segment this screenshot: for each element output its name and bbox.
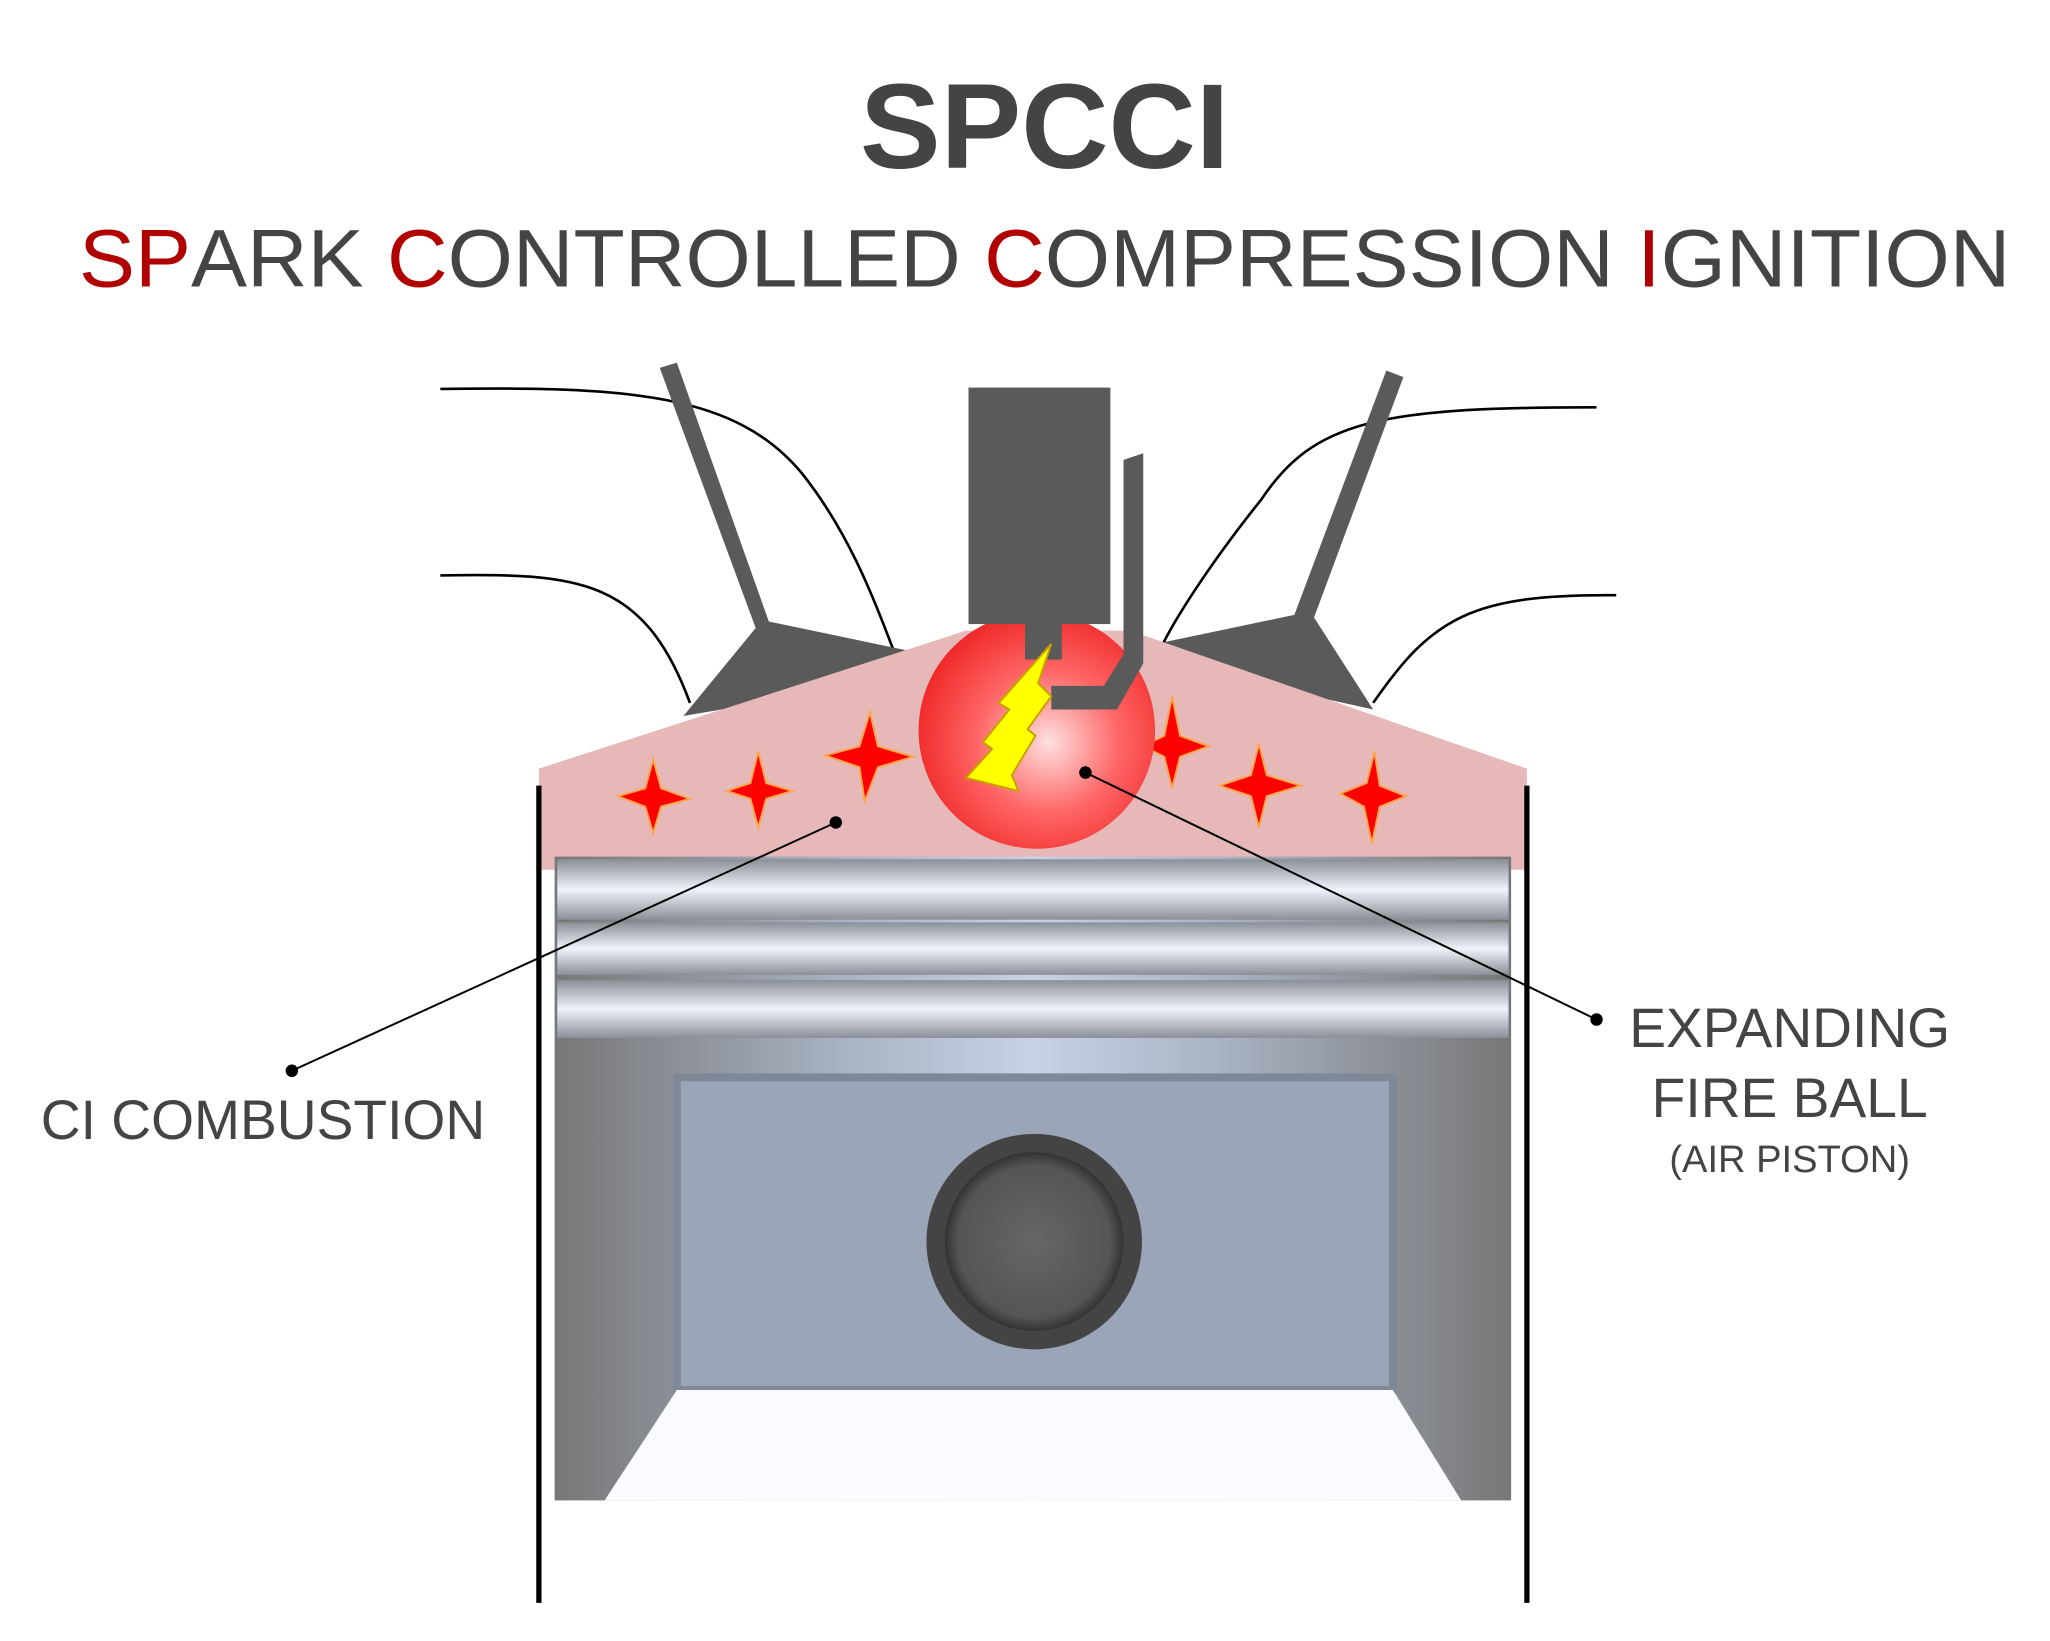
- intake-port: [440, 387, 895, 704]
- exhaust-valve: [1156, 370, 1404, 710]
- subtitle-part: OMPRESSION: [1045, 213, 1637, 304]
- fire-ball-note: (AIR PISTON): [1669, 1139, 1910, 1181]
- ci-sparks: [614, 696, 1409, 844]
- fire-ball-label-line2: FIRE BALL: [1652, 1067, 1928, 1129]
- subtitle-part: ONTROLLED: [448, 213, 985, 304]
- leader-lines: [285, 766, 1603, 1078]
- piston: [554, 856, 1512, 1501]
- subtitle-part: C: [984, 213, 1045, 304]
- subtitle-part: ARK: [191, 213, 387, 304]
- subtitle-part: C: [387, 213, 448, 304]
- ci-combustion-label: CI COMBUSTION: [41, 1089, 485, 1151]
- exhaust-port: [1161, 405, 1617, 704]
- subtitle-part: SP: [79, 213, 191, 304]
- subtitle-part: I: [1637, 213, 1660, 304]
- title: SPCCI: [860, 59, 1229, 194]
- subtitle: SPARK CONTROLLED COMPRESSION IGNITION: [79, 213, 2010, 304]
- subtitle-part: GNITION: [1661, 213, 2011, 304]
- lightning-bolt-icon: [964, 643, 1053, 793]
- fire-ball: [918, 612, 1156, 849]
- spark-plug: [968, 387, 1144, 710]
- intake-valve: [659, 362, 907, 717]
- fire-ball-label-line1: EXPANDING: [1629, 997, 1950, 1059]
